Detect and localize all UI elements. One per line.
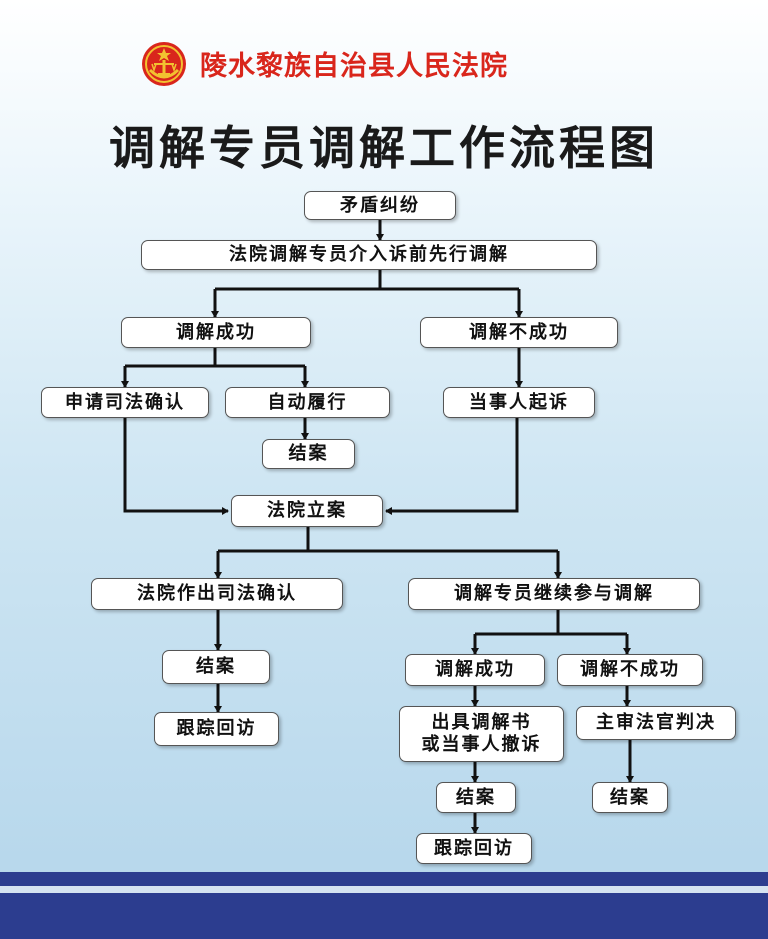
node-issue-mediation-doc-line2: 或当事人撤诉: [421, 734, 542, 755]
court-emblem-icon: [142, 42, 186, 86]
footer-band-thick: [0, 893, 768, 939]
node-mediation-fail-1: 调解不成功: [420, 317, 618, 348]
node-dispute: 矛盾纠纷: [304, 191, 456, 220]
node-court-judicial-confirmation: 法院作出司法确认: [91, 578, 343, 610]
footer-band-thin: [0, 872, 768, 886]
node-pre-mediation: 法院调解专员介入诉前先行调解: [141, 240, 597, 270]
node-case-closed-1: 结案: [262, 439, 355, 469]
node-issue-mediation-doc: 出具调解书 或当事人撤诉: [399, 706, 564, 762]
node-mediation-success-1: 调解成功: [121, 317, 311, 348]
page-title: 调解专员调解工作流程图: [109, 121, 659, 175]
node-followup-2: 跟踪回访: [416, 833, 532, 864]
node-court-filing: 法院立案: [231, 495, 383, 527]
footer-band-gap: [0, 886, 768, 893]
node-sue: 当事人起诉: [443, 387, 595, 418]
node-mediation-fail-2: 调解不成功: [557, 654, 703, 686]
node-case-closed-3: 结案: [436, 782, 516, 813]
node-case-closed-2: 结案: [162, 650, 270, 684]
node-mediation-success-2: 调解成功: [405, 654, 545, 686]
node-judge-ruling: 主审法官判决: [576, 706, 736, 740]
node-continue-mediation: 调解专员继续参与调解: [408, 578, 700, 610]
node-apply-judicial-confirmation: 申请司法确认: [41, 387, 209, 418]
court-name: 陵水黎族自治县人民法院: [200, 51, 508, 82]
node-followup-1: 跟踪回访: [154, 712, 279, 746]
node-auto-perform: 自动履行: [225, 387, 390, 418]
node-case-closed-4: 结案: [592, 782, 668, 813]
node-issue-mediation-doc-line1: 出具调解书: [431, 712, 532, 734]
